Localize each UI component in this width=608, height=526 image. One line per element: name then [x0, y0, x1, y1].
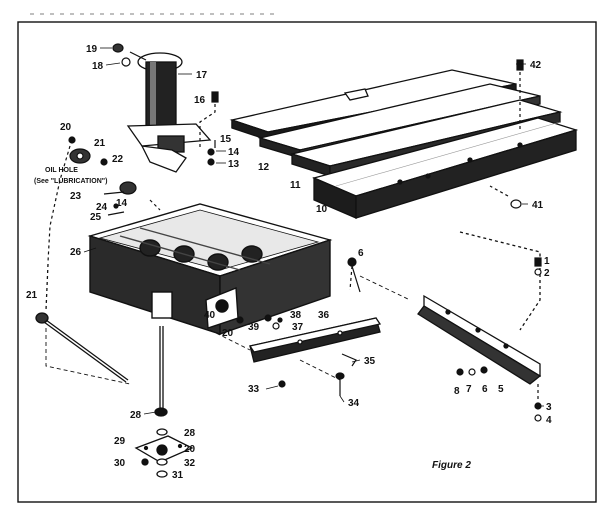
part-label-14-left: 14: [116, 198, 128, 209]
screws-13-15: [207, 140, 216, 166]
part-label-10-board: 10: [316, 204, 328, 215]
part-label-24: 24: [96, 202, 108, 213]
part-label-12: 12: [258, 162, 270, 173]
part-label-11: 11: [290, 180, 301, 191]
part-label-4: 4: [546, 415, 552, 426]
label-leader-lines: [83, 47, 544, 415]
part-label-30: 30: [114, 458, 126, 469]
part-label-40: 40: [204, 310, 216, 321]
part-label-38: 38: [290, 310, 302, 321]
part-label-37: 37: [292, 322, 304, 333]
nut-41: [489, 185, 522, 209]
part-label-16: 16: [194, 95, 206, 106]
part-label-18: 18: [92, 61, 104, 72]
part-label-42: 42: [530, 60, 542, 71]
part-label-26: 26: [70, 247, 82, 258]
hardware-37-40: [236, 314, 283, 330]
diagram-border: [17, 21, 597, 503]
part-label-5: 5: [498, 384, 504, 395]
rod-21: [35, 263, 129, 383]
lock-handle-6: [347, 257, 361, 293]
part-label-31: 31: [172, 470, 184, 481]
part-label-6-bar: 6: [482, 384, 488, 395]
part-label-15: 15: [220, 134, 232, 145]
oil-cap-assembly: [47, 136, 161, 263]
figure-caption: Figure 2: [432, 460, 471, 471]
part-label-39: 39: [248, 322, 260, 333]
clamp-35-34: [278, 353, 357, 396]
column-17: [126, 52, 212, 173]
hardware-1-4: [534, 257, 542, 422]
oil-hole-note: OIL HOLE: [45, 167, 78, 174]
part-label-8: 8: [454, 386, 460, 397]
part-label-13: 13: [228, 159, 240, 170]
part-label-20-base: 20: [222, 328, 234, 339]
part-label-28-left: 28: [130, 410, 142, 421]
assembly-guide-lines: [45, 275, 411, 385]
part-label-28-right: 28: [184, 428, 196, 439]
foot-pad-29: [134, 435, 194, 478]
part-label-32: 32: [184, 458, 196, 469]
hardware-6-7-8: [456, 366, 488, 376]
part-label-7: 7: [466, 384, 472, 395]
screw-42: [516, 59, 524, 130]
part-label-21-rod: 21: [26, 290, 38, 301]
part-label-41: 41: [532, 200, 544, 211]
part-label-34: 34: [348, 398, 360, 409]
part-label-3: 3: [546, 402, 552, 413]
part-label-20-foot: 20: [184, 444, 196, 455]
leveling-screw-28: [154, 326, 168, 436]
part-label-35: 35: [364, 356, 376, 367]
knob-19-18: [112, 43, 147, 67]
part-label-29: 29: [114, 436, 126, 447]
part-label-25: 25: [90, 212, 102, 223]
part-number-labels: 19 18 17 16 15 14 13 12 11 10 42 41 20 2…: [26, 44, 552, 481]
part-label-6-handle: 6: [358, 248, 364, 259]
part-label-1: 1: [544, 256, 550, 267]
screw-16: [199, 91, 219, 150]
angle-bar-5: [417, 231, 542, 385]
part-label-23: 23: [70, 191, 82, 202]
rail-assembly: [229, 69, 579, 219]
lubrication-note: (See "LUBRICATION"): [34, 178, 107, 185]
part-label-14-top: 14: [228, 147, 240, 158]
part-label-21-cap: 21: [94, 138, 106, 149]
channel-36: [248, 317, 382, 363]
base-frame-26: [87, 203, 333, 335]
part-label-20-cap: 20: [60, 122, 72, 133]
part-label-33: 33: [248, 384, 260, 395]
part-label-2: 2: [544, 268, 550, 279]
part-label-19: 19: [86, 44, 98, 55]
part-label-36: 36: [318, 310, 330, 321]
part-label-17: 17: [196, 70, 208, 81]
part-label-22: 22: [112, 154, 124, 165]
